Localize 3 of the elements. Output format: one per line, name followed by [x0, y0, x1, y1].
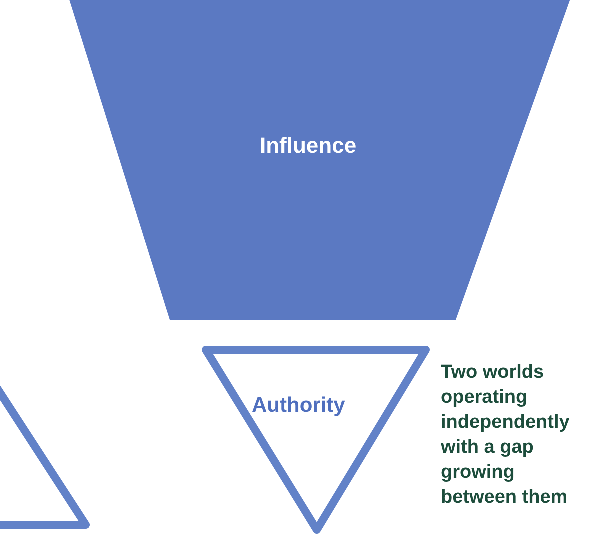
node-label: Influence — [260, 133, 357, 159]
note-text: Two worlds operating independently with a gap growing between them — [441, 361, 571, 510]
node-label: Authority — [252, 394, 346, 418]
